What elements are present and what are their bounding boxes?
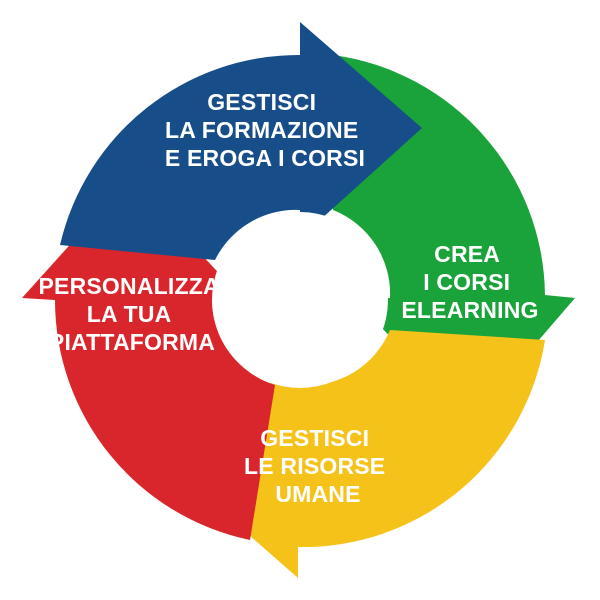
segment-blue-label: GESTISCI LA FORMAZIONE E EROGA I CORSI bbox=[165, 89, 365, 171]
segment-green-label: CREA I CORSI ELEARNING bbox=[401, 241, 538, 323]
center-hole bbox=[212, 212, 388, 388]
segment-blue-arrow bbox=[60, 22, 422, 260]
segment-yellow-label: GESTISCI LE RISORSE UMANE bbox=[244, 425, 392, 507]
segment-red-label: PERSONALIZZA LA TUA PIATTAFORMA bbox=[38, 273, 225, 355]
segment-red-arrow bbox=[22, 178, 275, 540]
